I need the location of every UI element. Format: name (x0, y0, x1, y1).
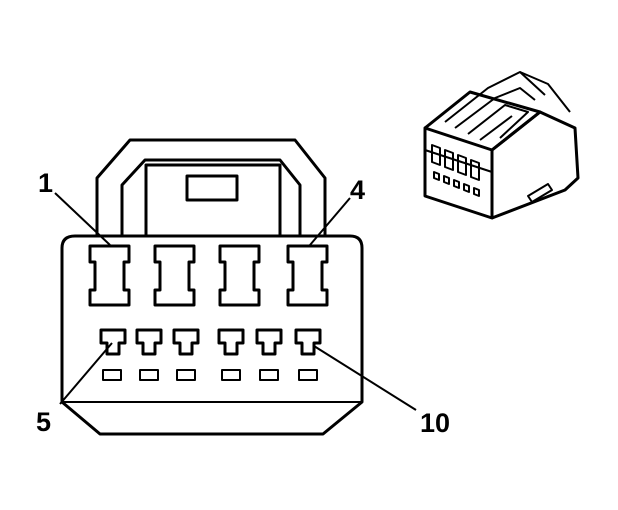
large-cavity-1 (88, 244, 131, 307)
small-cavity-6 (135, 328, 163, 381)
leader-line-10 (313, 345, 417, 411)
small-cavity-8 (217, 328, 245, 381)
connector-isometric-view (423, 71, 580, 220)
lock-latch (185, 174, 239, 202)
pin-label-10: 10 (420, 408, 450, 438)
lock-tab-outer (95, 138, 327, 236)
leader-line-5 (59, 342, 113, 405)
connector-face: 1 4 5 10 (36, 138, 450, 438)
large-cavity-4 (286, 244, 329, 307)
small-cavity-5 (99, 328, 127, 381)
large-cavity-2 (153, 244, 196, 307)
pin-label-1: 1 (38, 168, 53, 198)
small-cavity-10 (294, 328, 322, 381)
connector-body (60, 234, 364, 436)
small-cavity-9 (255, 328, 283, 381)
leader-line-1 (54, 192, 111, 246)
lock-tab-inner (120, 158, 302, 236)
pin-label-4: 4 (350, 175, 365, 205)
leader-line-4 (309, 197, 351, 246)
pin-label-5: 5 (36, 407, 51, 437)
small-cavity-7 (172, 328, 200, 381)
large-cavity-3 (218, 244, 261, 307)
